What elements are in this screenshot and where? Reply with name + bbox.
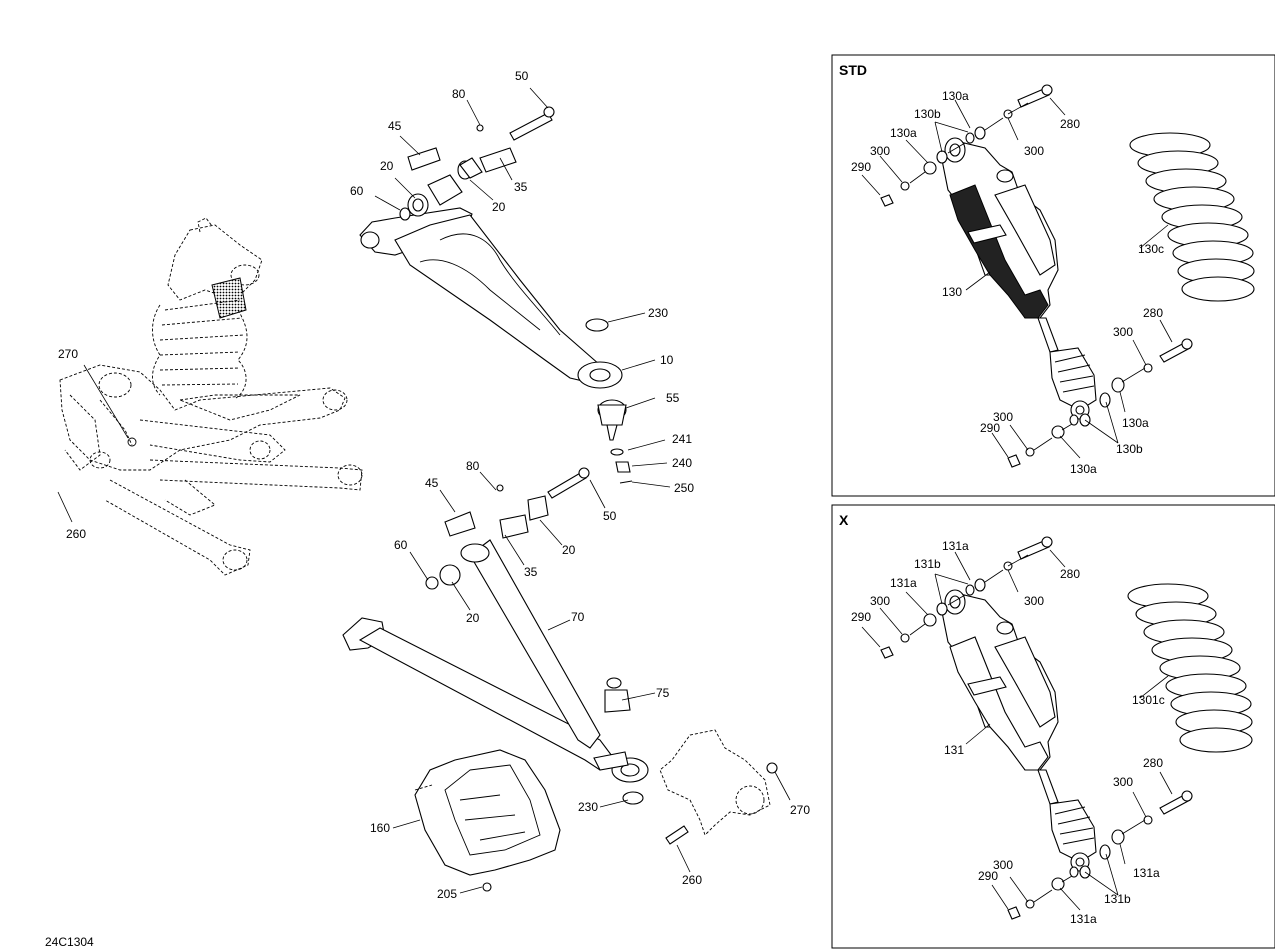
assembled-suspension-illustration <box>59 217 363 576</box>
std-shock-box: STD <box>831 54 1275 497</box>
skid-guard-illustration <box>414 749 561 892</box>
label-20: 20 <box>562 543 576 557</box>
label-50: 50 <box>603 509 617 523</box>
label-300: 300 <box>1024 144 1044 158</box>
label-300: 300 <box>1113 775 1133 789</box>
label-130a: 130a <box>942 89 969 103</box>
label-230: 230 <box>648 306 668 320</box>
main-part-labels: 270 260 50 80 45 20 60 20 35 230 10 55 2… <box>58 69 810 901</box>
label-290: 290 <box>980 421 1000 435</box>
label-260: 260 <box>682 873 702 887</box>
label-80: 80 <box>452 87 466 101</box>
label-131a: 131a <box>1133 866 1160 880</box>
std-part-labels: 130a 130b 280 130a 300 300 290 130c 130 … <box>851 89 1164 476</box>
x-part-labels: 131a 131b 280 131a 300 300 290 1301c 131… <box>851 539 1165 926</box>
label-80: 80 <box>466 459 480 473</box>
label-290: 290 <box>851 610 871 624</box>
label-50: 50 <box>515 69 529 83</box>
label-290: 290 <box>978 869 998 883</box>
main-leader-lines <box>57 87 791 894</box>
label-20: 20 <box>466 611 480 625</box>
label-130a: 130a <box>1122 416 1149 430</box>
label-20: 20 <box>380 159 394 173</box>
label-131b: 131b <box>914 557 941 571</box>
label-240: 240 <box>672 456 692 470</box>
label-280: 280 <box>1143 306 1163 320</box>
upper-a-arm-illustration <box>359 106 633 484</box>
label-1301c: 1301c <box>1132 693 1165 707</box>
x-hardware-illustration <box>880 536 1193 920</box>
label-270: 270 <box>790 803 810 817</box>
label-300: 300 <box>993 858 1013 872</box>
label-55: 55 <box>666 391 680 405</box>
label-45: 45 <box>425 476 439 490</box>
label-131a: 131a <box>942 539 969 553</box>
label-35: 35 <box>514 180 528 194</box>
std-box-title: STD <box>839 62 867 78</box>
label-45: 45 <box>388 119 402 133</box>
label-131b: 131b <box>1104 892 1131 906</box>
label-131a: 131a <box>1070 912 1097 926</box>
std-shock-illustration <box>941 137 1097 420</box>
label-300: 300 <box>993 410 1013 424</box>
label-205: 205 <box>437 887 457 901</box>
label-230: 230 <box>578 800 598 814</box>
label-131: 131 <box>944 743 964 757</box>
label-130b: 130b <box>1116 442 1143 456</box>
label-60: 60 <box>350 184 364 198</box>
knuckle-illustration <box>659 729 778 845</box>
label-130a: 130a <box>1070 462 1097 476</box>
std-leader-lines <box>861 97 1173 459</box>
label-10: 10 <box>660 353 674 367</box>
label-70: 70 <box>571 610 585 624</box>
label-250: 250 <box>674 481 694 495</box>
label-130b: 130b <box>914 107 941 121</box>
label-300: 300 <box>870 594 890 608</box>
diagram-reference-code: 24C1304 <box>45 935 94 949</box>
label-280: 280 <box>1143 756 1163 770</box>
label-131a: 131a <box>890 576 917 590</box>
label-280: 280 <box>1060 567 1080 581</box>
label-290: 290 <box>851 160 871 174</box>
x-shock-illustration <box>941 589 1097 872</box>
label-241: 241 <box>672 432 692 446</box>
x-spring-illustration <box>1127 583 1253 753</box>
label-280: 280 <box>1060 117 1080 131</box>
std-spring-illustration <box>1129 132 1255 302</box>
label-300: 300 <box>1113 325 1133 339</box>
label-35: 35 <box>524 565 538 579</box>
label-75: 75 <box>656 686 670 700</box>
x-shock-box: X <box>831 504 1275 949</box>
label-130a: 130a <box>890 126 917 140</box>
x-box-title: X <box>839 512 849 528</box>
x-leader-lines <box>861 549 1173 911</box>
label-270: 270 <box>58 347 78 361</box>
label-130c: 130c <box>1138 242 1164 256</box>
label-160: 160 <box>370 821 390 835</box>
label-60: 60 <box>394 538 408 552</box>
label-20: 20 <box>492 200 506 214</box>
lower-a-arm-illustration <box>342 467 649 805</box>
label-300: 300 <box>1024 594 1044 608</box>
label-130: 130 <box>942 285 962 299</box>
std-hardware-illustration <box>880 84 1193 468</box>
label-260: 260 <box>66 527 86 541</box>
label-300: 300 <box>870 144 890 158</box>
